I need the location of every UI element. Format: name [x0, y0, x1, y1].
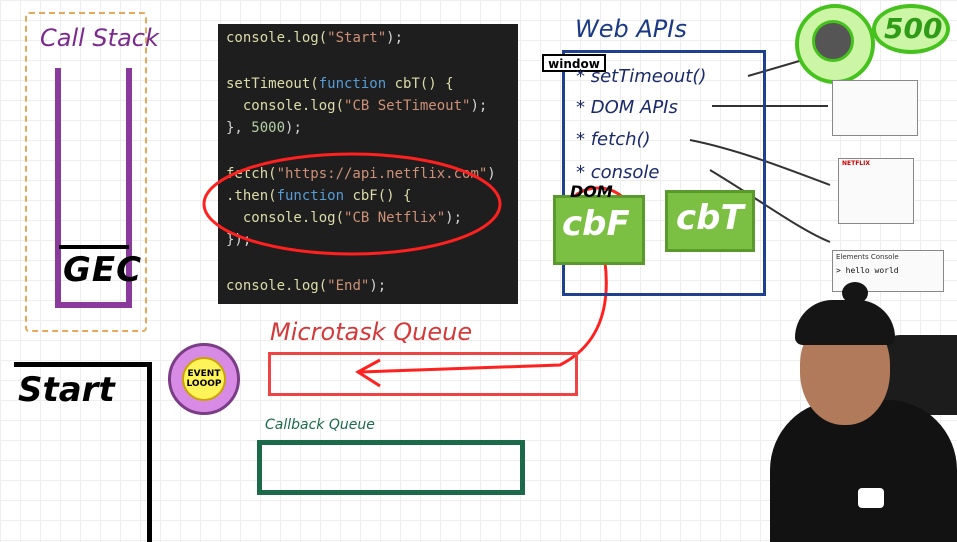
event-loop-core [182, 357, 226, 401]
hoodie-logo-icon [858, 488, 884, 508]
web-api-fetch: * fetch() [576, 129, 651, 150]
web-apis-title: Web APIs [575, 15, 687, 43]
web-api-dom: * DOM APIs [576, 97, 678, 118]
stack-frame-label: GEC [63, 250, 143, 290]
code-token: "CB Netflix" [344, 210, 446, 226]
callback-cbt-box [665, 190, 755, 252]
code-token: console.log( [226, 30, 328, 46]
callback-cbf-label: cbF [562, 204, 630, 244]
code-token: "Start" [327, 30, 387, 46]
callback-cbf-box [553, 195, 645, 265]
code-token: console.log( [226, 278, 328, 294]
code-token: .then( [226, 188, 277, 204]
timer-value: 500 [884, 12, 943, 45]
cbf-to-microtask-arrow [359, 261, 608, 374]
callback-cbt-label: cbT [676, 198, 744, 238]
call-stack-right-wall [126, 68, 132, 308]
netflix-site-thumbnail [838, 158, 914, 224]
code-token: 5000 [251, 120, 286, 136]
code-line-7: console.log("CB Netflix"); [226, 210, 462, 226]
call-stack-title: Call Stack [40, 24, 159, 52]
devtools-tabs: Elements Console [836, 253, 899, 261]
code-line-9: console.log("End"); [226, 278, 386, 294]
microtask-queue-title: Microtask Queue [270, 318, 473, 346]
code-line-1: console.log("Start"); [226, 30, 403, 46]
netflix-logo: NETFLIX [842, 160, 870, 167]
code-token: console.log( [226, 98, 345, 114]
code-token: "CB SetTimeout" [344, 98, 471, 114]
code-token: cbF() { [344, 188, 412, 204]
devtools-console-thumbnail [832, 250, 944, 292]
html-code-thumbnail [832, 80, 918, 136]
code-token: ); [445, 210, 463, 226]
presenter-hair-bun [842, 282, 868, 304]
code-token: ); [386, 30, 404, 46]
code-token: ) [487, 166, 496, 182]
event-loop-label-line2: LOOOP [186, 379, 222, 389]
stack-frame-gec [59, 245, 129, 302]
call-stack-frame [25, 12, 147, 332]
code-line-8: }); [226, 232, 252, 248]
presenter-hair [795, 300, 895, 345]
code-token: ); [369, 278, 387, 294]
stopwatch-icon [812, 20, 854, 62]
code-token: "End" [327, 278, 370, 294]
web-api-settimeout: * setTimeout() [576, 66, 707, 87]
window-tag: window [542, 54, 606, 72]
code-line-3: console.log("CB SetTimeout"); [226, 98, 487, 114]
code-token: cbT() { [386, 76, 454, 92]
event-loop-label: EVENT LOOOP [176, 369, 232, 389]
code-line-4: }, 5000); [226, 120, 302, 136]
code-token: fetch( [226, 166, 277, 182]
dom-label: DOM [570, 182, 613, 201]
code-token: console.log( [226, 210, 345, 226]
web-api-console: * console [576, 162, 660, 183]
event-loop-label-line1: EVENT [187, 369, 221, 379]
console-output: Start [18, 370, 115, 410]
timer-value-bubble [872, 4, 950, 54]
callback-queue-title: Callback Queue [265, 417, 375, 433]
microtask-queue-box [268, 352, 578, 396]
web-apis-box [562, 50, 766, 296]
code-token: }, [226, 120, 252, 136]
code-token: ); [470, 98, 488, 114]
presenter-hoodie [770, 400, 957, 542]
console-border-top [14, 362, 152, 367]
code-token: ); [285, 120, 302, 136]
call-stack-bottom [55, 302, 132, 308]
code-line-2: setTimeout(function cbT() { [226, 76, 454, 92]
console-border-right [147, 362, 152, 542]
callback-queue-box [257, 440, 525, 495]
call-stack-left-wall [55, 68, 61, 308]
console-arrow [709, 169, 831, 243]
code-line-5: fetch("https://api.netflix.com") [226, 166, 496, 182]
code-token: function [318, 76, 387, 92]
code-token: setTimeout( [226, 76, 319, 92]
code-editor: console.log("Start"); setTimeout(functio… [218, 24, 518, 304]
console-log-line: > hello world [836, 266, 899, 275]
code-token: "https://api.netflix.com" [276, 166, 488, 182]
arrow-head [355, 358, 381, 388]
code-line-6: .then(function cbF() { [226, 188, 411, 204]
code-token: function [276, 188, 345, 204]
fetch-highlight-ellipse [202, 152, 502, 256]
